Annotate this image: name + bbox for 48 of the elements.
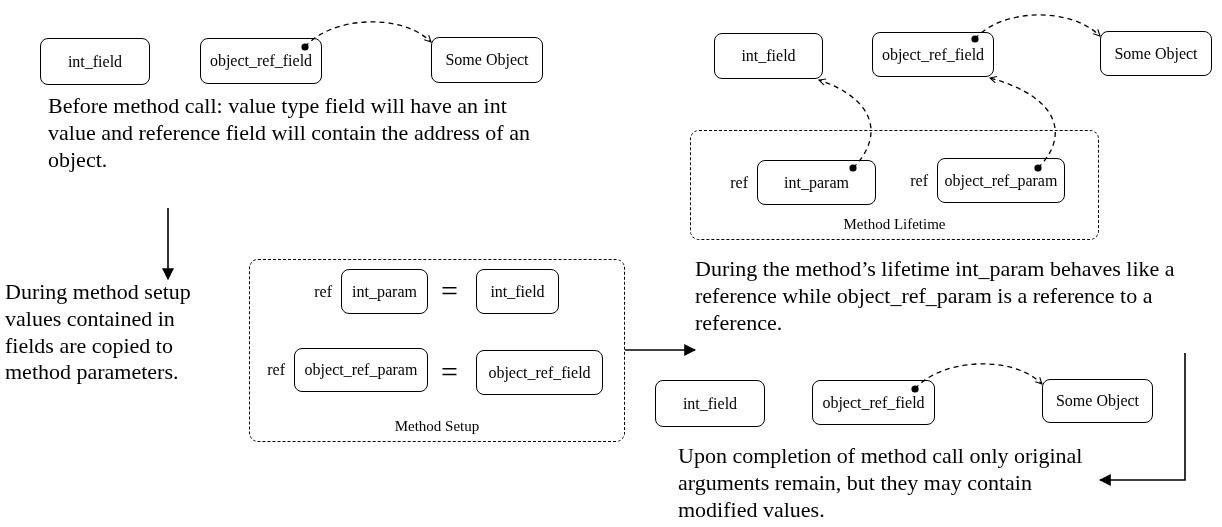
dashed-group-box [690,130,1099,240]
description-text: During method setup values contained in fields are copied to method parameters. [5,279,192,387]
equals-sign: = [441,276,458,306]
equals-sign: = [441,357,458,387]
field-name: int_param [351,282,418,301]
field-name: int_field [66,52,124,71]
group-title: Method Lifetime [842,216,947,233]
flow-arrow [162,207,174,281]
field-name: object_ref_param [943,171,1059,190]
description-text: During the method’s lifetime int_param behaves like a reference while object_ref_param is a reference to a reference. [695,256,1176,337]
reference-arrow [989,76,1056,172]
ref-keyword: ref [267,361,285,379]
rounded-box [872,32,994,77]
rounded-box [1042,379,1153,423]
field-name: Some Object [1113,44,1199,63]
field-name: object_ref_field [208,52,314,70]
reference-arrow [301,21,432,51]
reference-arrow [911,363,1043,393]
field-name: Some Object [1054,392,1141,410]
rounded-box [431,37,543,83]
field-name: int_field [740,47,797,65]
rounded-box [714,33,823,79]
reference-arrow [971,14,1101,43]
ref-keyword: ref [910,171,928,190]
rounded-box [476,350,603,395]
ref-keyword: ref [314,282,332,301]
ref-keyword: ref [730,173,748,192]
field-name: object_ref_field [880,45,986,64]
field-name: Some Object [444,51,530,69]
flow-arrow [1098,352,1186,486]
field-name: int_field [489,282,546,301]
rounded-box [476,269,559,314]
field-name: int_param [783,173,850,192]
dashed-group-box [249,259,625,442]
rounded-box [1100,31,1212,76]
description-text: Upon completion of method call only original arguments remain, but they may contain modified values. [678,443,1084,524]
description-text: Before method call: value type field will have an int value and reference field will contain the address of an object. [48,93,530,174]
group-title: Method Setup [393,418,481,435]
rounded-box [655,380,765,427]
rounded-box [40,38,150,85]
field-name: object_ref_field [487,363,592,382]
rounded-box [812,380,935,425]
reference-arrow [818,78,872,172]
field-name: object_ref_field [821,393,926,412]
field-name: object_ref_param [303,361,419,379]
field-name: int_field [681,394,739,413]
flow-arrow [624,344,697,356]
rounded-box [200,38,322,84]
